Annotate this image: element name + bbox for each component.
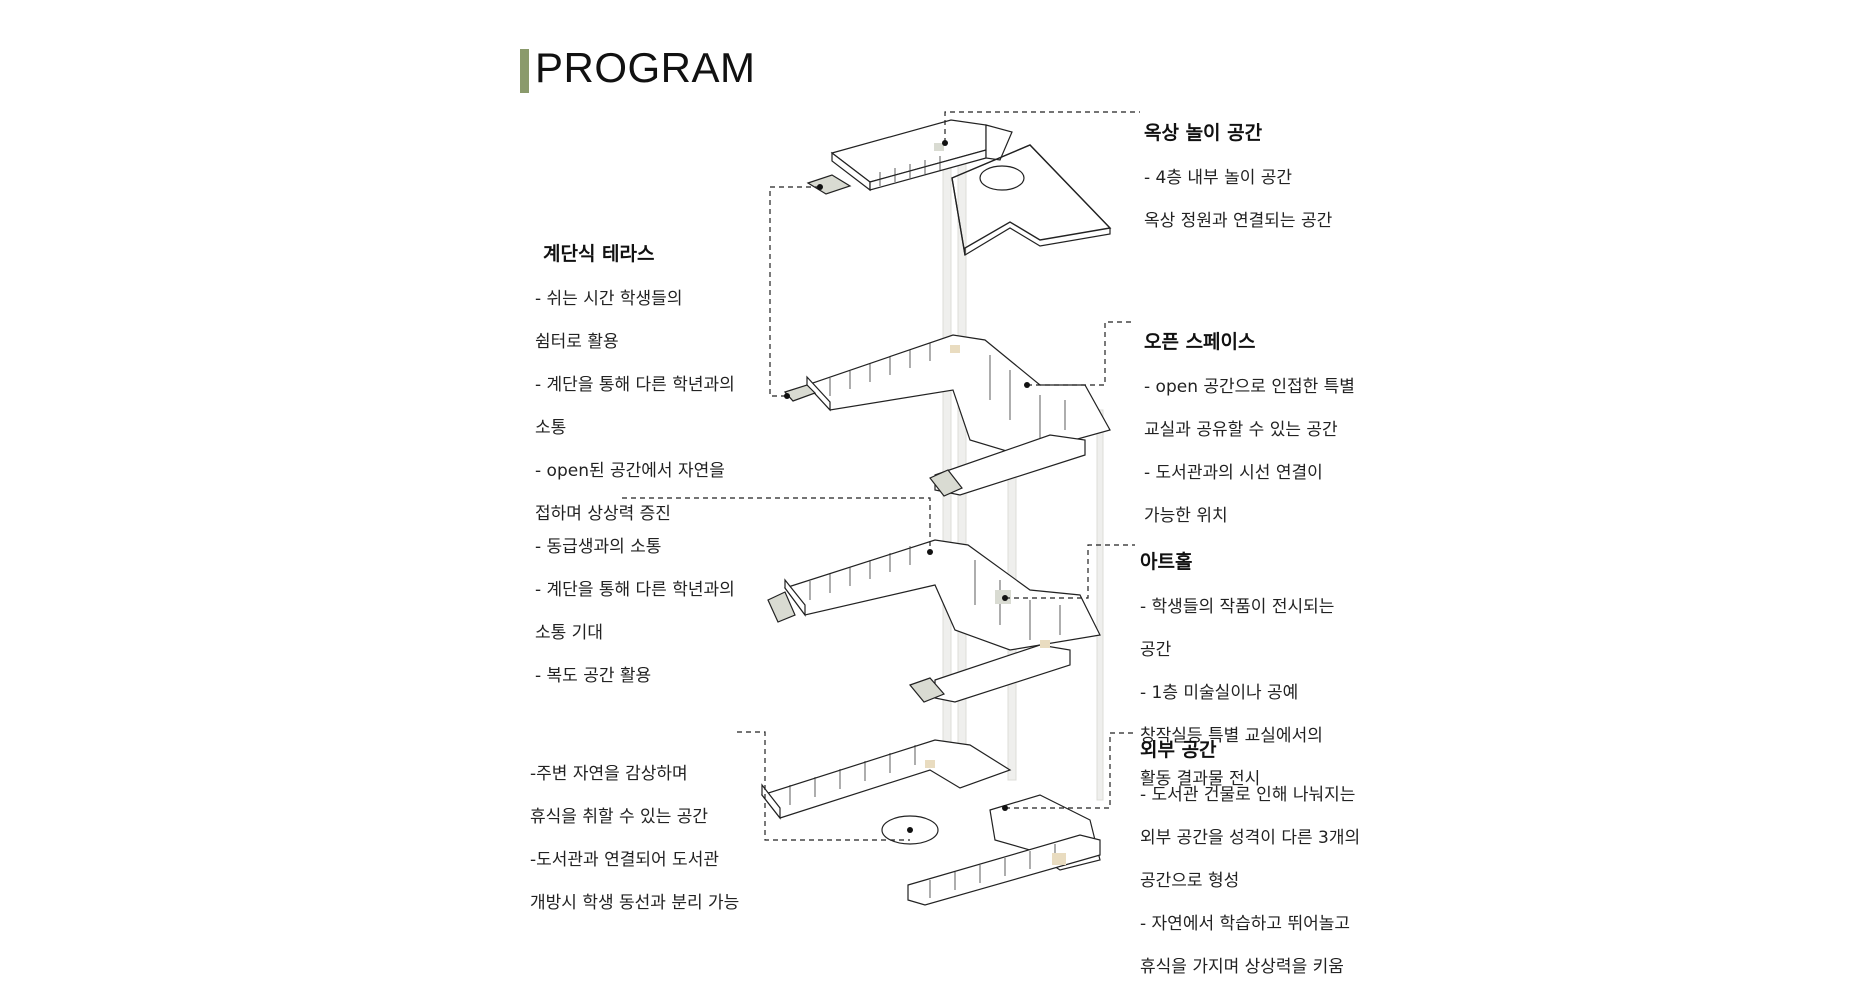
page-title: PROGRAM (535, 44, 756, 91)
annotation-line: 외부 공간을 성격이 다른 3개의 (1140, 827, 1361, 848)
annotation-line: 소통 기대 (535, 622, 603, 643)
annotation-line: - 자연에서 학습하고 뛰어놀고 (1140, 913, 1351, 934)
annotation-line: - open 공간으로 인접한 특별 (1144, 376, 1355, 397)
annotation-line: - 동급생과의 소통 (535, 536, 662, 557)
annotation-line: - 1층 미술실이나 공예 (1140, 682, 1299, 703)
annotation-line: 공간 (1140, 639, 1172, 660)
annotation-heading: 옥상 놀이 공간 (1144, 121, 1263, 144)
annotation-corridor: - 동급생과의 소통 - 계단을 통해 다른 학년과의 소통 기대 - 복도 공… (535, 515, 735, 709)
annotation-line: - 계단을 통해 다른 학년과의 (535, 374, 735, 395)
annotation-line: - 복도 공간 활용 (535, 665, 652, 686)
annotation-line: 교실과 공유할 수 있는 공간 (1144, 419, 1338, 440)
leader-lines (622, 111, 1140, 841)
leader-dots (784, 140, 1030, 833)
exploded-axonometric-diagram (622, 111, 1140, 906)
annotation-line: - 도서관과의 시선 연결이 (1144, 462, 1323, 483)
annotation-line: 소통 (535, 417, 567, 438)
annotation-line: 개방시 학생 동선과 분리 가능 (530, 892, 740, 913)
annotation-rooftop: 옥상 놀이 공간 - 4층 내부 놀이 공간 옥상 정원과 연결되는 공간 (1144, 101, 1332, 254)
annotation-outdoor: 외부 공간 - 도서관 건물로 인해 나눠지는 외부 공간을 성격이 다른 3개… (1140, 718, 1360, 1000)
annotation-line: 휴식을 취할 수 있는 공간 (530, 806, 709, 827)
annotation-heading: 오픈 스페이스 (1144, 330, 1256, 353)
annotation-terrace: 계단식 테라스 - 쉬는 시간 학생들의 쉼터로 활용 - 계단을 통해 다른 … (535, 222, 735, 547)
floor-3 (783, 334, 1111, 497)
annotation-line: - 계단을 통해 다른 학년과의 (535, 579, 735, 600)
annotation-line: 옥상 정원과 연결되는 공간 (1144, 210, 1333, 231)
annotation-line: 쉼터로 활용 (535, 331, 619, 352)
floor-1 (760, 739, 1101, 906)
annotation-line: 가능한 위치 (1144, 505, 1228, 526)
annotation-line: - 4층 내부 놀이 공간 (1144, 167, 1293, 188)
annotation-line: 휴식을 가지며 상상력을 키움 (1140, 956, 1344, 977)
annotation-art-hall: 아트홀 - 학생들의 작품이 전시되는 공간 - 1층 미술실이나 공예 창작실… (1140, 530, 1334, 812)
annotation-line: - 도서관 건물로 인해 나눠지는 (1140, 784, 1356, 805)
annotation-line: - 학생들의 작품이 전시되는 (1140, 596, 1335, 617)
annotation-line: -도서관과 연결되어 도서관 (530, 849, 719, 870)
annotation-line: -주변 자연을 감상하며 (530, 763, 688, 784)
annotation-nature: -주변 자연을 감상하며 휴식을 취할 수 있는 공간 -도서관과 연결되어 도… (530, 742, 739, 936)
annotation-line: 접하며 상상력 증진 (535, 503, 671, 524)
annotation-line: - 쉬는 시간 학생들의 (535, 288, 683, 309)
annotation-heading: 계단식 테라스 (543, 242, 655, 265)
annotation-line: 활동 결과물 전시 (1140, 768, 1261, 789)
annotation-line: - open된 공간에서 자연을 (535, 460, 725, 481)
annotation-heading: 아트홀 (1140, 550, 1193, 573)
annotation-open-space: 오픈 스페이스 - open 공간으로 인접한 특별 교실과 공유할 수 있는 … (1144, 310, 1355, 549)
annotation-line: 창작실등 특별 교실에서의 (1140, 725, 1323, 746)
annotation-heading: 외부 공간 (1140, 738, 1217, 761)
title-accent-bar (520, 49, 529, 93)
floor-2 (767, 539, 1101, 703)
annotation-line: 공간으로 형성 (1140, 870, 1240, 891)
